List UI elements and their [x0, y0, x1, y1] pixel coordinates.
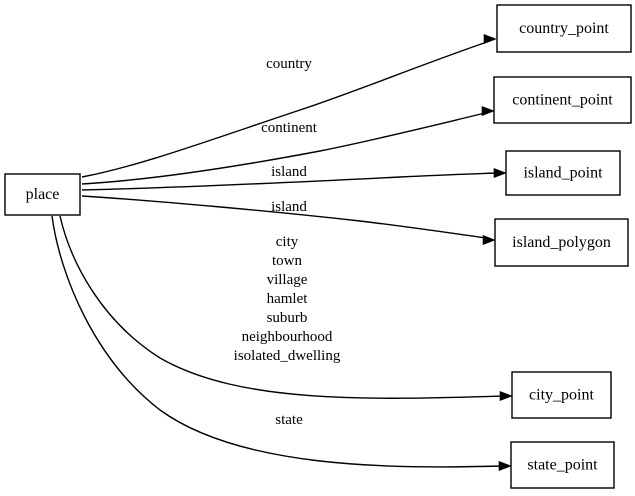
- node-island_polygon[interactable]: island_polygon: [494, 218, 629, 267]
- node-box[interactable]: [511, 371, 612, 419]
- edge-place-to-state_point: [51, 215, 512, 472]
- edge-place-to-city_point: [59, 215, 513, 402]
- edge-label-place-to-island_point: island: [271, 164, 307, 180]
- node-label: place: [26, 186, 60, 203]
- edge-label-line: state: [275, 412, 303, 428]
- edge-place-to-country_point: [81, 33, 497, 178]
- edge-label-line: isolated_dwelling: [234, 348, 341, 364]
- node-label: country_point: [519, 20, 609, 37]
- nodes-layer: place country_point continent_point island_…: [4, 4, 632, 489]
- node-box[interactable]: [4, 173, 81, 216]
- edge-label-place-to-country_point: country: [266, 56, 312, 72]
- arrowhead-icon: [483, 33, 497, 45]
- edges-layer: [51, 33, 513, 472]
- node-label: state_point: [527, 457, 598, 474]
- edge-label-line: country: [266, 56, 312, 72]
- arrowhead-icon: [481, 105, 495, 117]
- node-box[interactable]: [510, 441, 615, 489]
- edge-place-to-island_polygon: [81, 195, 496, 246]
- node-island_point[interactable]: island_point: [505, 150, 621, 196]
- edge-label-place-to-continent_point: continent: [261, 120, 318, 136]
- edge-label-place-to-state_point: state: [275, 412, 303, 428]
- edge-line: [81, 112, 486, 185]
- arrowhead-icon: [499, 390, 513, 402]
- edge-label-line: village: [267, 272, 308, 288]
- edge-line: [81, 41, 488, 178]
- node-label: island_point: [523, 165, 603, 182]
- edge-labels-layer: country continent island island city town vill…: [234, 56, 341, 428]
- node-label: city_point: [529, 387, 594, 404]
- node-label: continent_point: [512, 92, 613, 109]
- arrowhead-icon: [493, 167, 507, 179]
- edge-label-line: hamlet: [267, 291, 309, 307]
- edge-label-place-to-island_polygon: island: [271, 199, 307, 215]
- edge-line: [81, 172, 498, 191]
- node-box[interactable]: [496, 4, 632, 53]
- edge-place-to-island_point: [81, 167, 507, 191]
- node-box[interactable]: [494, 218, 629, 267]
- arrowhead-icon: [482, 234, 496, 246]
- edge-label-line: suburb: [267, 310, 308, 326]
- edge-line: [81, 195, 487, 239]
- edge-label-line: town: [272, 253, 303, 269]
- edge-label-line: island: [271, 164, 307, 180]
- edge-place-to-continent_point: [81, 105, 495, 185]
- node-city_point[interactable]: city_point: [511, 371, 612, 419]
- edge-label-line: city: [276, 234, 299, 250]
- edge-label-line: continent: [261, 120, 318, 136]
- node-box[interactable]: [493, 76, 632, 124]
- edge-label-line: island: [271, 199, 307, 215]
- arrowhead-icon: [498, 460, 512, 472]
- edge-label-line: neighbourhood: [242, 329, 333, 345]
- node-place[interactable]: place: [4, 173, 81, 216]
- node-box[interactable]: [505, 150, 621, 196]
- edge-line: [51, 215, 503, 468]
- node-continent_point[interactable]: continent_point: [493, 76, 632, 124]
- edge-line: [59, 215, 504, 399]
- node-label: island_polygon: [512, 234, 611, 251]
- edge-label-place-to-city_point: city town village hamlet suburb neighbourhood…: [234, 234, 341, 364]
- node-country_point[interactable]: country_point: [496, 4, 632, 53]
- node-state_point[interactable]: state_point: [510, 441, 615, 489]
